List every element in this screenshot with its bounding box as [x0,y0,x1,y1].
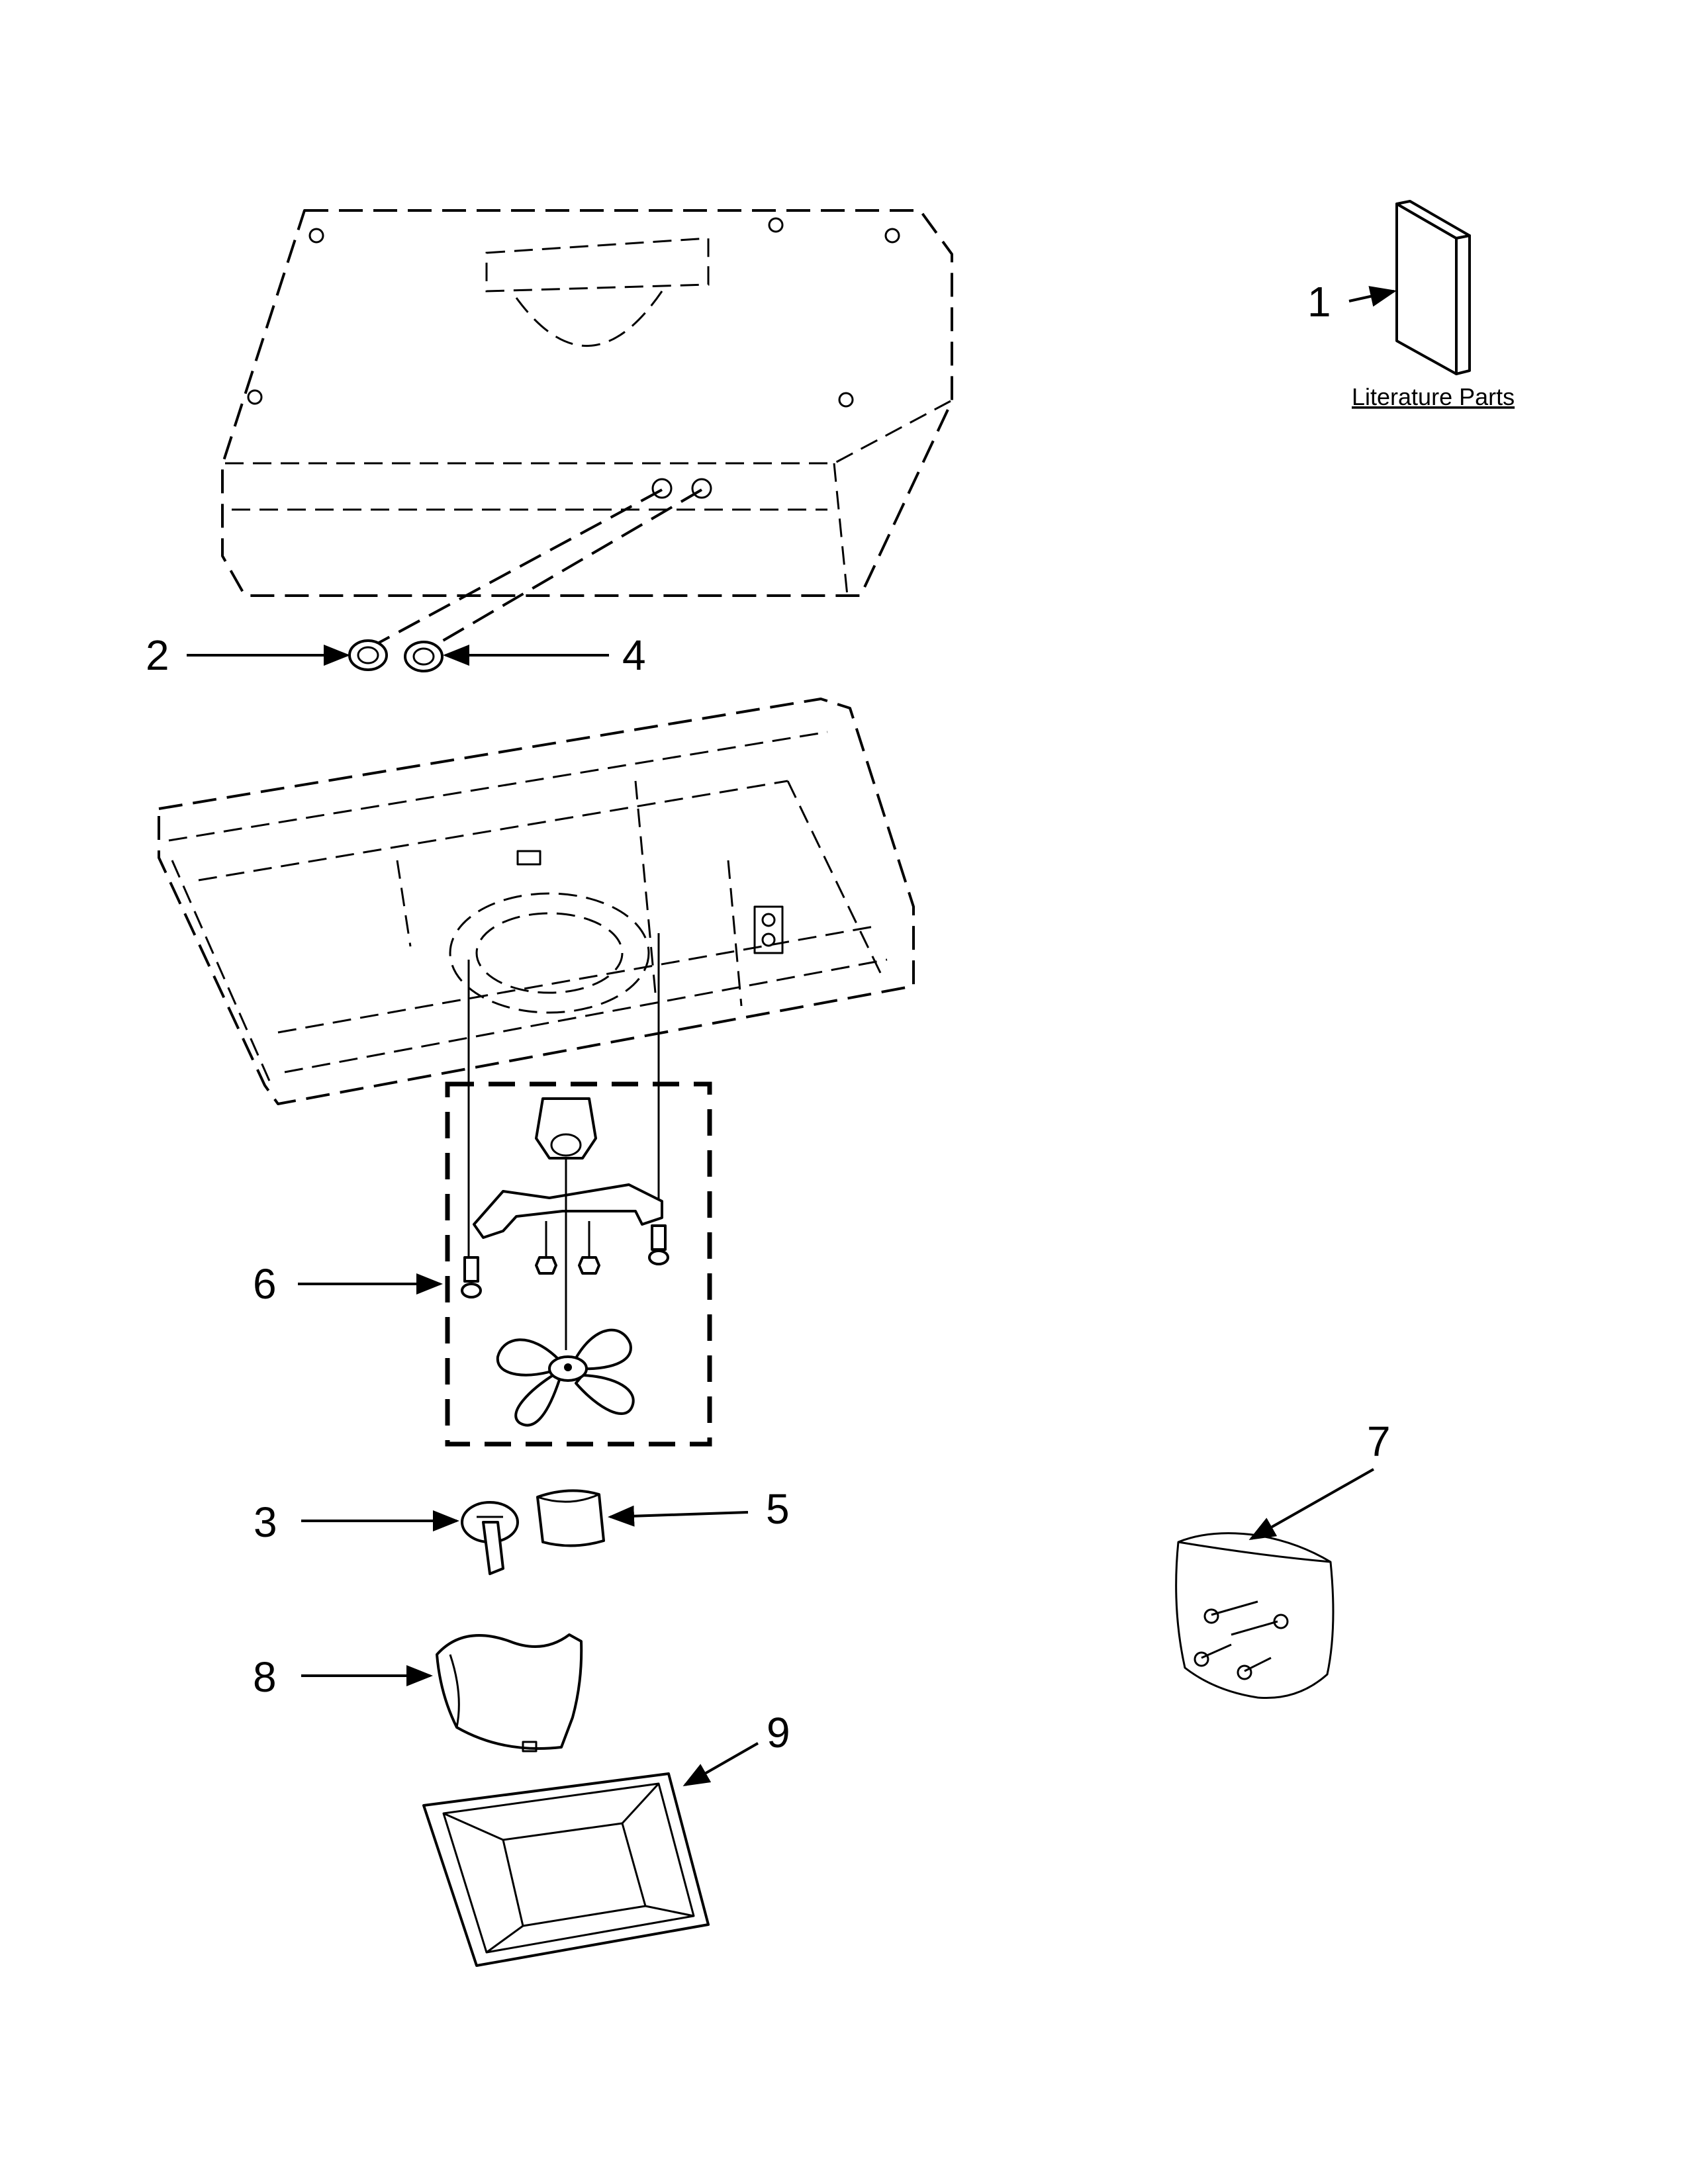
callout-2: 2 [146,631,169,679]
part-4-knob [404,641,444,672]
part-7-hardware-bag [1175,1532,1335,1700]
bracket-screws [461,1224,669,1298]
top-hood-outline [221,209,953,597]
lower-hood-outline [158,698,915,1105]
part-8-lens [436,1633,583,1752]
callout-5: 5 [766,1485,790,1533]
mount-lines [467,933,660,1257]
callout-8: 8 [253,1653,277,1701]
callout-9: 9 [767,1709,790,1756]
callout-7: 7 [1367,1418,1391,1465]
callout-1: 1 [1307,278,1331,326]
part-1-literature-book [1395,200,1471,375]
callout-6: 6 [253,1260,277,1308]
callout-arrows [187,286,1397,1786]
callout-4: 4 [622,631,646,679]
motor-bracket-icon [473,1183,663,1239]
part-3-switch [461,1501,519,1575]
part-2-knob [348,639,388,671]
part-9-frame [422,1772,710,1967]
bracket-nuts [535,1185,600,1350]
literature-parts-caption: Literature Parts [1352,383,1515,410]
control-wires [367,488,703,653]
motor-icon [535,1097,597,1185]
part-5-capacitor [536,1489,605,1547]
fan-blade-icon [496,1328,635,1427]
part-6-motor-assembly-box [445,1081,712,1447]
callout-3: 3 [254,1498,277,1546]
